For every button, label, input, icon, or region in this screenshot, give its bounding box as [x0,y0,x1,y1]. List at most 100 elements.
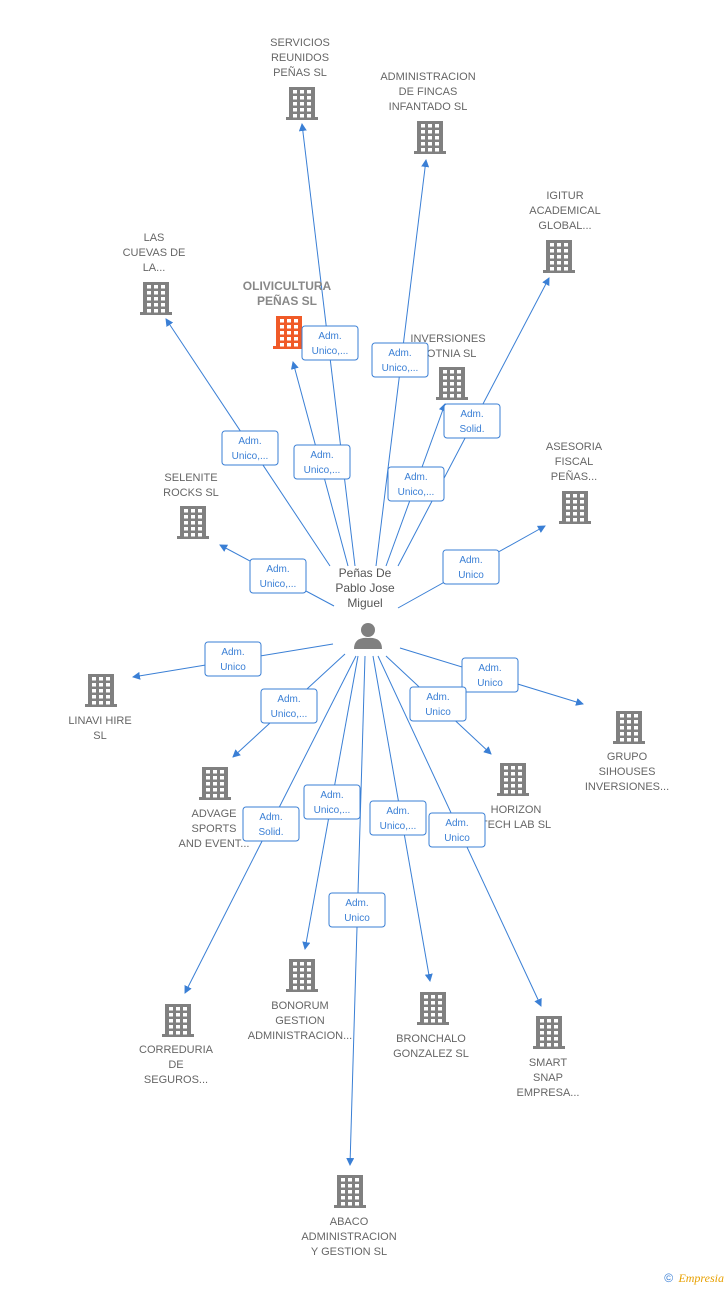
company-cuevas-label-line[interactable]: LA... [143,262,166,274]
company-servicios-icon[interactable] [286,87,318,120]
person-name-line[interactable]: Miguel [347,596,382,610]
company-inversiones-label-line[interactable]: POTNIA SL [420,348,477,360]
company-grupo-label-line[interactable]: SIHOUSES [599,766,656,778]
company-selenite-icon[interactable] [177,506,209,539]
company-cuevas-icon[interactable] [140,282,172,315]
edge-label-text: Adm. [277,694,300,705]
company-bonorum-icon[interactable] [286,959,318,992]
company-cuevas-label-line[interactable]: LAS [144,232,165,244]
company-asesoria-label-line[interactable]: PEÑAS... [551,470,597,483]
company-abaco-label-line[interactable]: Y GESTION SL [311,1246,387,1258]
company-abaco-label-line[interactable]: ABACO [330,1216,369,1228]
company-advage-label-line[interactable]: AND EVENT... [179,838,250,850]
company-bronchalo-label-line[interactable]: GONZALEZ SL [393,1048,469,1060]
company-cuevas-label-line[interactable]: CUEVAS DE [123,247,186,259]
edge-label-asesoria[interactable]: Adm.Unico [442,549,500,585]
company-correduria-label-line[interactable]: CORREDURIA [139,1044,214,1056]
edge-label-text: Adm. [345,898,368,909]
company-fincas-label-line[interactable]: INFANTADO SL [389,101,468,113]
company-abaco-label-line[interactable]: ADMINISTRACION [301,1231,396,1243]
company-linavi-icon[interactable] [85,674,117,707]
company-grupo-icon[interactable] [613,711,645,744]
company-bonorum-label-line[interactable]: GESTION [275,1015,325,1027]
company-smart-icon[interactable] [533,1016,565,1049]
edge-label-bronchalo[interactable]: Adm.Unico,... [369,800,427,836]
company-advage-label-line[interactable]: ADVAGE [191,808,236,820]
company-servicios-label-line[interactable]: REUNIDOS [271,52,329,64]
company-servicios-label-line[interactable]: PEÑAS SL [273,66,327,79]
company-igitur-label-line[interactable]: GLOBAL... [538,220,591,232]
company-selenite-label-line[interactable]: SELENITE [164,472,217,484]
edge-label-text: Unico,... [232,451,269,462]
edge-label-text: Unico,... [382,363,419,374]
company-linavi-label-line[interactable]: SL [93,730,106,742]
company-correduria-label-line[interactable]: SEGUROS... [144,1074,208,1086]
company-advage-icon[interactable] [199,767,231,800]
company-olivicultura-icon[interactable] [273,316,305,349]
company-igitur-label-line[interactable]: IGITUR [546,190,583,202]
edge-label-bonorum[interactable]: Adm.Unico,... [303,784,361,820]
company-bonorum-label-line[interactable]: ADMINISTRACION... [248,1030,353,1042]
company-asesoria-icon[interactable] [559,491,591,524]
empresia-logo: Empresia [678,1271,724,1285]
company-inversiones-label-line[interactable]: INVERSIONES [410,333,485,345]
company-correduria-label-line[interactable]: DE [168,1059,183,1071]
edge-label-advage[interactable]: Adm. Unico,... [260,688,318,724]
company-igitur-label-line[interactable]: ACADEMICAL [529,205,601,217]
edge-label-inversiones[interactable]: Adm.Unico,... [387,466,445,502]
company-olivicultura-label-line[interactable]: PEÑAS SL [257,293,317,308]
company-selenite-label-line[interactable]: ROCKS SL [163,487,219,499]
company-bronchalo-icon[interactable] [417,992,449,1025]
edge-label-servicios[interactable]: Adm.Unico,... [301,325,359,361]
edge-label-abaco[interactable]: Adm. Unico [328,892,386,928]
company-grupo-label-line[interactable]: INVERSIONES... [585,781,669,793]
company-smart-label-line[interactable]: SNAP [533,1072,563,1084]
edge-label-text: Adm. [460,409,483,420]
company-fincas-label-line[interactable]: ADMINISTRACION [380,71,475,83]
edge-label-linavi[interactable]: Adm.Unico [204,641,262,677]
edge-label-smart[interactable]: Adm.Unico [428,812,486,848]
edge-label-text: Adm. [386,806,409,817]
company-igitur-icon[interactable] [543,240,575,273]
edge-label-olivicultura[interactable]: Adm. Unico,... [293,444,351,480]
edge-label-text: Unico [477,678,503,689]
person-icon[interactable] [354,623,382,649]
company-smart-label-line[interactable]: EMPRESA... [517,1087,580,1099]
company-horizon-icon[interactable] [497,763,529,796]
edge-label-cuevas[interactable]: Adm.Unico,... [221,430,279,466]
company-asesoria-label-line[interactable]: FISCAL [555,456,594,468]
company-olivicultura-label-line[interactable]: OLIVICULTURA [243,279,332,293]
company-servicios-label-line[interactable]: SERVICIOS [270,37,330,49]
edge-label-text: Unico,... [271,709,308,720]
edge-label-horizon[interactable]: Adm.Unico [409,686,467,722]
company-abaco-icon[interactable] [334,1175,366,1208]
edge-label-igitur[interactable]: Adm.Solid. [443,403,501,439]
company-bonorum-label-line[interactable]: BONORUM [271,1000,328,1012]
company-horizon-label-line[interactable]: TECH LAB SL [481,819,551,831]
company-bronchalo-label-line[interactable]: BRONCHALO [396,1033,466,1045]
edge-label-text: Unico,... [304,465,341,476]
edge-label-fincas[interactable]: Adm.Unico,... [371,342,429,378]
edge-label-correduria[interactable]: Adm.Solid. [242,806,300,842]
edge-label-text: Adm. [320,790,343,801]
edge-label-text: Adm. [266,564,289,575]
edge-label-text: Adm. [459,555,482,566]
person-name-line[interactable]: Pablo Jose [335,581,395,595]
edge-label-text: Adm. [310,450,333,461]
company-grupo-label-line[interactable]: GRUPO [607,751,648,763]
edge-label-text: Unico [344,913,370,924]
company-horizon-label-line[interactable]: HORIZON [491,804,542,816]
person-name-line[interactable]: Peñas De [339,566,392,580]
company-smart-label-line[interactable]: SMART [529,1057,568,1069]
company-asesoria-label-line[interactable]: ASESORIA [546,441,603,453]
company-advage-label-line[interactable]: SPORTS [191,823,236,835]
company-fincas-label-line[interactable]: DE FINCAS [399,86,458,98]
company-correduria-icon[interactable] [162,1004,194,1037]
edge-label-grupo[interactable]: Adm.Unico [461,657,519,693]
edge-label-text: Unico,... [398,487,435,498]
company-fincas-icon[interactable] [414,121,446,154]
company-linavi-label-line[interactable]: LINAVI HIRE [68,715,131,727]
edge-label-selenite[interactable]: Adm.Unico,... [249,558,307,594]
company-inversiones-icon[interactable] [436,367,468,400]
